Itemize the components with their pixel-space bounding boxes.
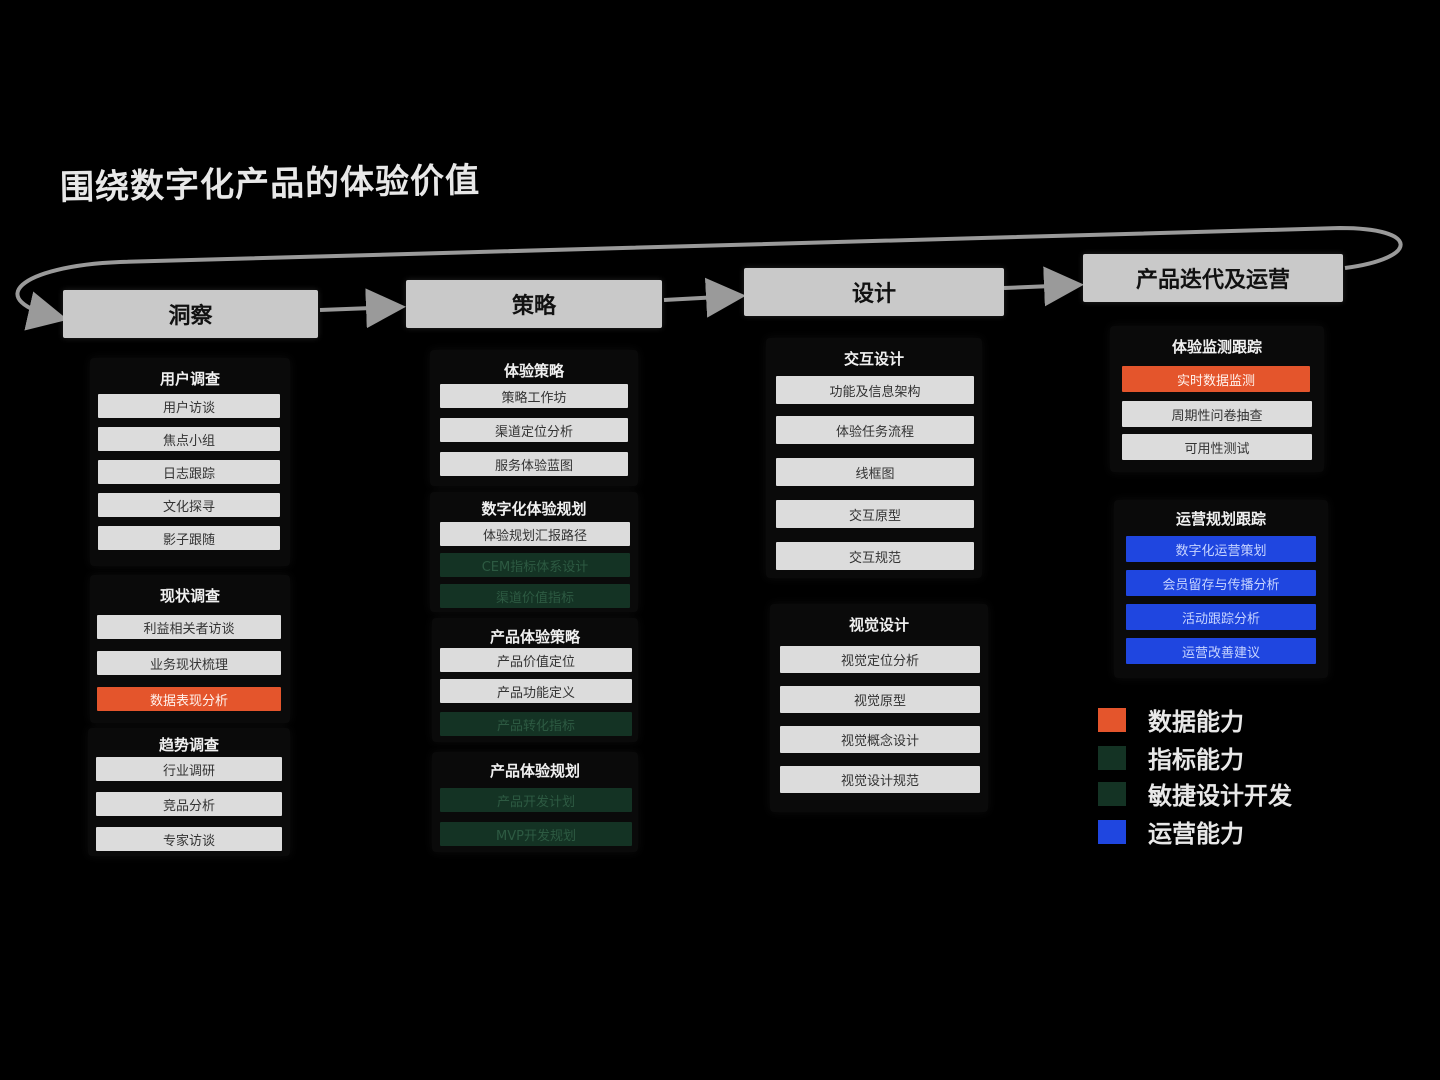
phase-label: 洞察 [168,304,213,329]
item-product-function: 产品功能定义 [440,679,632,703]
item-product-value: 产品价值定位 [440,648,632,672]
legend-label: 数据能力 [1148,708,1244,736]
item-industry-research: 行业调研 [96,757,282,781]
group-interaction-design: 交互设计 功能及信息架构 体验任务流程 线框图 交互原型 交互规范 [766,338,982,578]
item-business-review: 业务现状梳理 [97,651,281,675]
group-status-research: 现状调查 利益相关者访谈 业务现状梳理 数据表现分析 [90,575,290,723]
group-title: 视觉设计 [848,616,909,634]
group-experience-strategy: 体验策略 策略工作坊 渠道定位分析 服务体验蓝图 [430,350,638,486]
group-product-experience-planning: 产品体验规划 产品开发计划 MVP开发规划 [432,752,638,852]
legend-item-metric: 指标能力 [1098,740,1244,775]
item-service-blueprint: 服务体验蓝图 [440,452,628,476]
legend-item-operation: 运营能力 [1098,814,1244,849]
phase-design: 设计 [744,268,1004,316]
item-member-retention: 会员留存与传播分析 [1126,570,1316,596]
group-title: 交互设计 [843,350,904,368]
phase-label: 设计 [851,282,896,307]
phase-strategy: 策略 [406,280,662,328]
item-usability-test: 可用性测试 [1122,434,1312,460]
item-mvp-plan: MVP开发规划 [440,822,632,846]
group-title: 产品体验策略 [489,628,580,646]
item-channel-value-metrics: 渠道价值指标 [440,584,630,608]
legend-swatch [1098,819,1126,844]
group-trend-research: 趋势调查 行业调研 竞品分析 专家访谈 [88,728,290,856]
legend-swatch [1098,745,1126,770]
item-activity-tracking: 活动跟踪分析 [1126,604,1316,630]
item-realtime-monitoring: 实时数据监测 [1122,366,1310,392]
item-periodic-survey: 周期性问卷抽查 [1122,401,1312,427]
item-shadowing: 影子跟随 [98,526,280,550]
group-title: 现状调查 [159,587,220,605]
legend-label: 指标能力 [1148,746,1244,774]
item-channel-positioning: 渠道定位分析 [440,418,628,442]
item-planning-path: 体验规划汇报路径 [440,522,630,546]
group-user-research: 用户调查 用户访谈 焦点小组 日志跟踪 文化探寻 影子跟随 [90,358,290,566]
group-experience-monitoring: 体验监测跟踪 实时数据监测 周期性问卷抽查 可用性测试 [1110,326,1324,472]
item-development-plan: 产品开发计划 [440,788,632,812]
legend-label: 敏捷设计开发 [1148,782,1292,810]
item-interaction-guideline: 交互规范 [776,542,974,570]
item-operation-improvement: 运营改善建议 [1126,638,1316,664]
group-title: 数字化体验规划 [481,500,587,518]
loop-path [15,225,1403,331]
item-task-flow: 体验任务流程 [776,416,974,444]
item-visual-positioning: 视觉定位分析 [780,646,980,673]
group-title: 用户调查 [159,370,220,388]
item-product-conversion: 产品转化指标 [440,712,632,736]
group-title: 趋势调查 [158,736,219,754]
legend-label: 运营能力 [1148,820,1244,848]
legend-item-agile: 敏捷设计开发 [1098,776,1292,811]
arrow-insight-strategy [319,288,406,329]
arrow-design-operation [1003,266,1084,307]
item-data-analysis: 数据表现分析 [97,687,281,711]
item-culture-probe: 文化探寻 [98,493,280,517]
group-title: 运营规划跟踪 [1175,510,1266,528]
group-title: 产品体验规划 [489,762,580,780]
arrow-strategy-design [663,277,746,318]
item-information-architecture: 功能及信息架构 [776,376,974,404]
group-product-experience-strategy: 产品体验策略 产品价值定位 产品功能定义 产品转化指标 [432,618,638,742]
group-visual-design: 视觉设计 视觉定位分析 视觉原型 视觉概念设计 视觉设计规范 [770,604,988,812]
phase-insight: 洞察 [63,290,318,338]
item-wireframe: 线框图 [776,458,974,486]
item-visual-prototype: 视觉原型 [780,686,980,713]
group-operation-planning: 运营规划跟踪 数字化运营策划 会员留存与传播分析 活动跟踪分析 运营改善建议 [1114,500,1328,678]
legend-swatch [1098,707,1126,732]
group-title: 体验监测跟踪 [1171,338,1262,356]
item-user-interview: 用户访谈 [98,394,280,418]
item-expert-interview: 专家访谈 [96,827,282,851]
legend-swatch [1098,781,1126,806]
item-competitor-analysis: 竞品分析 [96,792,282,816]
phase-label: 策略 [511,294,556,319]
item-digital-operation: 数字化运营策划 [1126,536,1316,562]
phase-label: 产品迭代及运营 [1135,268,1290,293]
item-visual-concept: 视觉概念设计 [780,726,980,753]
phase-operation: 产品迭代及运营 [1083,254,1343,302]
item-focus-group: 焦点小组 [98,427,280,451]
group-digital-experience-planning: 数字化体验规划 体验规划汇报路径 CEM指标体系设计 渠道价值指标 [430,492,638,612]
item-interaction-prototype: 交互原型 [776,500,974,528]
legend-item-data: 数据能力 [1098,702,1244,737]
item-visual-guideline: 视觉设计规范 [780,766,980,793]
item-stakeholder-interview: 利益相关者访谈 [97,615,281,639]
item-strategy-workshop: 策略工作坊 [440,384,628,408]
item-cem-metrics: CEM指标体系设计 [440,553,630,577]
group-title: 体验策略 [503,362,564,380]
item-diary-tracking: 日志跟踪 [98,460,280,484]
